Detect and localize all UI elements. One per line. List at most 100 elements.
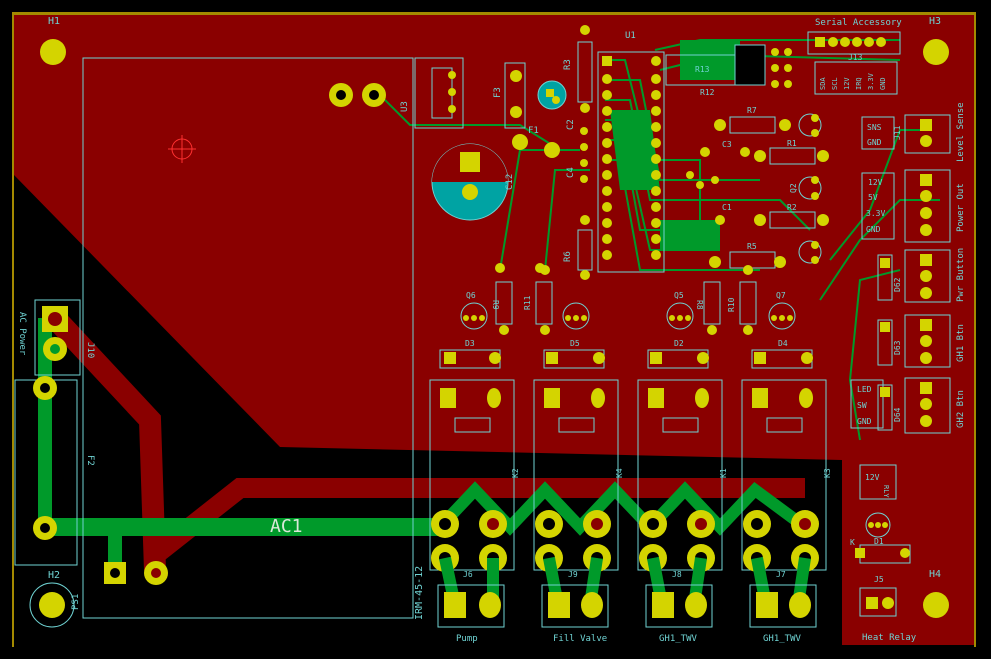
mounting-hole-h4: H4 xyxy=(923,569,949,618)
ac1-net-label: AC1 xyxy=(270,516,303,537)
svg-text:5V: 5V xyxy=(868,193,878,202)
svg-text:Fill Valve: Fill Valve xyxy=(553,634,607,644)
svg-text:GH1 Btn: GH1 Btn xyxy=(956,324,966,362)
svg-text:R10: R10 xyxy=(727,297,736,312)
svg-text:D2: D2 xyxy=(674,339,684,348)
svg-text:GND: GND xyxy=(866,225,881,234)
transistor-misc xyxy=(798,113,822,264)
capacitor-c12: C12 xyxy=(431,143,515,221)
transistor-q2: Q2 xyxy=(789,176,822,200)
svg-text:H3: H3 xyxy=(929,16,941,27)
svg-text:R13: R13 xyxy=(695,65,710,74)
svg-text:SDA: SDA xyxy=(819,77,827,90)
connector-power-out: 12V 5V 3.3V GND Power Out xyxy=(861,169,966,243)
connector-level-sense: SNS GND J11 Level Sense xyxy=(861,102,966,162)
component-r13: R13 R12 xyxy=(665,44,792,97)
svg-text:IRQ: IRQ xyxy=(855,77,863,90)
psu-label: IRM-45-12 xyxy=(414,566,425,620)
svg-text:Pump: Pump xyxy=(456,634,478,644)
connector-heat-relay: 12V RLY D1 K J5 Heat Relay xyxy=(850,464,917,643)
svg-text:C3: C3 xyxy=(722,140,732,149)
svg-text:H2: H2 xyxy=(48,570,60,581)
relay-k1: K1 xyxy=(637,379,728,571)
svg-text:PS1: PS1 xyxy=(71,594,81,610)
resistor-r7: R7 xyxy=(714,106,791,134)
svg-text:K2: K2 xyxy=(511,468,520,478)
label-c2: C2 xyxy=(566,119,576,130)
svg-text:R11: R11 xyxy=(523,295,532,310)
connector-gh2-btn: LED SW GND D64 GH2 Btn xyxy=(850,377,966,434)
resistor-r3: R3 xyxy=(563,25,593,113)
transistor-q7: Q7 xyxy=(768,291,796,330)
board-edge-top xyxy=(14,12,974,15)
svg-text:F2: F2 xyxy=(85,455,95,466)
svg-text:GH1_TWV: GH1_TWV xyxy=(659,634,698,644)
connector-gh1-btn: D63 GH1 Btn xyxy=(877,314,966,368)
label-c4: C4 xyxy=(566,167,576,178)
svg-text:SW: SW xyxy=(857,401,867,410)
svg-text:D5: D5 xyxy=(570,339,580,348)
relay-k2: K2 xyxy=(429,379,520,571)
svg-text:Pwr Button: Pwr Button xyxy=(956,248,966,302)
svg-text:K3: K3 xyxy=(823,468,832,478)
svg-text:D63: D63 xyxy=(893,340,902,355)
svg-text:Q6: Q6 xyxy=(466,291,476,300)
svg-text:J13: J13 xyxy=(848,53,863,62)
svg-text:3.3V: 3.3V xyxy=(867,72,875,90)
svg-text:12V: 12V xyxy=(843,77,851,90)
board-edge-right xyxy=(974,12,976,647)
svg-text:R6: R6 xyxy=(563,251,573,262)
svg-text:C1: C1 xyxy=(722,203,732,212)
transistor-q8 xyxy=(562,302,590,330)
svg-text:Serial Accessory: Serial Accessory xyxy=(815,18,902,28)
svg-text:GND: GND xyxy=(867,138,882,147)
bottom-zone-3 xyxy=(680,40,740,80)
svg-text:H4: H4 xyxy=(929,569,941,580)
svg-text:GND: GND xyxy=(879,77,887,90)
svg-text:D62: D62 xyxy=(893,277,902,292)
svg-text:J11: J11 xyxy=(893,125,902,140)
svg-text:C12: C12 xyxy=(505,174,515,190)
svg-text:GND: GND xyxy=(857,417,872,426)
svg-text:R3: R3 xyxy=(563,59,573,70)
svg-text:K1: K1 xyxy=(719,468,728,478)
svg-text:F3: F3 xyxy=(493,87,503,98)
diode-d3: D3 xyxy=(439,339,501,369)
svg-text:D3: D3 xyxy=(465,339,475,348)
relay-k3: K3 xyxy=(741,379,832,571)
svg-text:R7: R7 xyxy=(747,106,757,115)
svg-text:Heat Relay: Heat Relay xyxy=(862,633,917,643)
svg-text:K4: K4 xyxy=(615,468,624,478)
fuse-f2: F2 xyxy=(14,376,95,566)
svg-text:H1: H1 xyxy=(48,16,60,27)
connector-j6-pump: J6 Pump xyxy=(437,556,505,644)
connector-j7-gh1-twv: J7 GH1_TWV xyxy=(749,556,817,644)
psu-pads-top xyxy=(329,83,386,107)
relay-k4: K4 xyxy=(533,379,624,571)
svg-text:K: K xyxy=(850,538,855,547)
svg-text:SNS: SNS xyxy=(867,123,882,132)
diode-d2: D2 xyxy=(647,339,709,369)
connector-j13: Serial Accessory J13 SDA SCL 12V IRQ 3.3… xyxy=(807,18,902,95)
svg-text:RLY: RLY xyxy=(882,485,890,498)
svg-text:J8: J8 xyxy=(672,570,682,579)
svg-text:D1: D1 xyxy=(874,537,884,546)
resistor-r2: R2 xyxy=(754,203,829,229)
svg-text:J10: J10 xyxy=(85,342,95,358)
svg-text:Level Sense: Level Sense xyxy=(956,102,966,162)
resistor-r10: R10 xyxy=(703,265,757,335)
connector-j10: J10 AC Power xyxy=(17,299,95,376)
svg-text:J5: J5 xyxy=(874,575,884,584)
svg-text:U3: U3 xyxy=(400,101,410,112)
fuse-f1: F1 xyxy=(512,126,560,158)
transistor-q5: Q5 R8 xyxy=(666,291,704,330)
psu-outline xyxy=(82,57,414,619)
svg-text:R12: R12 xyxy=(700,88,715,97)
regulator-u3: U3 xyxy=(400,57,464,129)
mounting-hole-h1: H1 xyxy=(40,16,66,65)
svg-text:SCL: SCL xyxy=(831,77,839,90)
bottom-zone-2 xyxy=(660,220,720,250)
svg-text:12V: 12V xyxy=(868,178,883,187)
svg-text:LED: LED xyxy=(857,385,872,394)
mounting-hole-h3: H3 xyxy=(923,16,949,65)
